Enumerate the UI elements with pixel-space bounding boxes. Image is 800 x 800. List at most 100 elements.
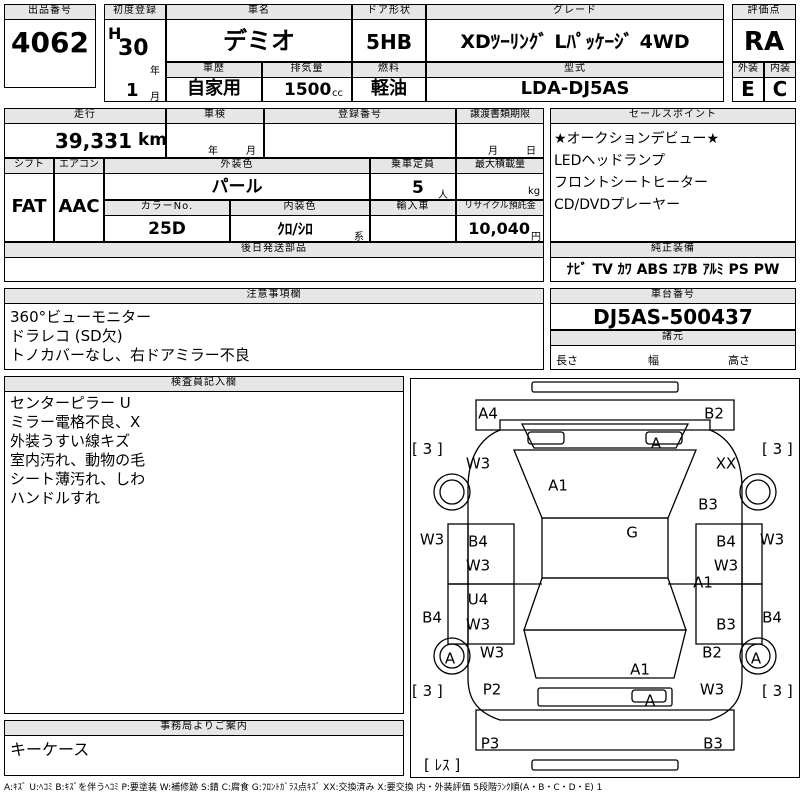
damage-mark: B4 [468, 533, 488, 551]
damage-mark: W3 [420, 531, 444, 549]
ext-color-label: 外装色 [104, 158, 370, 174]
displacement-unit: cc [332, 88, 343, 99]
ext-color-value: パール [211, 177, 263, 197]
model-code-label: 型式 [426, 62, 724, 78]
shaken-label: 車検 [166, 108, 264, 124]
specs-length: 長さ [556, 354, 578, 367]
office-label: 事務局よりご案内 [4, 720, 404, 736]
car-name-label: 車名 [166, 4, 352, 20]
damage-mark: A1 [548, 477, 568, 495]
shift-value: FAT [11, 196, 47, 217]
inspector-box [4, 376, 404, 714]
note-line: ドラレコ (SD欠) [10, 327, 123, 345]
tire-depth-front-right: [ 3 ] [762, 440, 793, 458]
damage-mark: B4 [422, 609, 442, 627]
recycle-label: リサイクル預託金 [456, 200, 544, 216]
wheel-rear-left [439, 643, 465, 669]
rear-bumper [475, 709, 735, 751]
history-value: 自家用 [187, 78, 241, 99]
spare-tire: [ ﾚｽ ] [424, 756, 460, 774]
first-reg-box [104, 4, 166, 102]
legend-text: A:ｷｽﾞ U:ﾍｺﾐ B:ｷｽﾞを伴うﾍｺﾐ P:要塗装 W:補修跡 S:錆 … [4, 783, 603, 793]
plate-label: 登録番号 [264, 108, 456, 124]
score-value: RA [743, 27, 785, 57]
displacement-value: 1500 [284, 80, 332, 100]
sales-point-line: LEDヘッドランプ [554, 153, 666, 169]
damage-mark: B2 [702, 644, 722, 662]
sales-points-label: セールスポイント [550, 108, 796, 124]
damage-mark: A [651, 435, 662, 453]
exterior-value: E [741, 77, 755, 101]
door-value: 5HB [366, 30, 412, 54]
first-reg-era: H [108, 24, 122, 43]
max-load-unit: kg [528, 186, 541, 197]
damage-mark: B4 [716, 533, 736, 551]
damage-mark: A1 [693, 574, 713, 592]
car-name: デミオ [223, 27, 295, 55]
left-rear-door-edge [447, 583, 469, 645]
notes-label: 注意事項欄 [4, 288, 544, 304]
front-light-right [645, 431, 683, 445]
fuel-label: 燃料 [352, 62, 426, 78]
hood [520, 423, 690, 449]
inspector-line: 室内汚れ、動物の毛 [10, 451, 146, 469]
int-color-value: ｸﾛ/ｼﾛ [277, 220, 313, 238]
damage-mark: W3 [466, 455, 490, 473]
damage-mark: W3 [760, 531, 784, 549]
damage-mark: P2 [483, 681, 502, 699]
left-rear-door [468, 583, 515, 645]
inspector-line: シート薄汚れ、しわ [10, 470, 146, 488]
damage-mark: W3 [480, 644, 504, 662]
first-reg-month: 1 [126, 80, 139, 101]
wheel-front-right [745, 479, 771, 505]
first-reg-month-unit: 月 [150, 92, 160, 103]
inspector-line: センターピラー U [10, 394, 131, 412]
wheel-front-left [439, 479, 465, 505]
damage-mark: P3 [481, 735, 500, 753]
lot-number: 4062 [11, 26, 89, 59]
front-bumper [475, 399, 735, 431]
damage-mark: XX [716, 455, 737, 473]
tire-front-right [739, 473, 777, 511]
score-label: 評価点 [732, 4, 796, 20]
equipment-label: 純正装備 [550, 242, 796, 258]
damage-mark: B3 [698, 496, 718, 514]
first-reg-label: 初度登録 [104, 4, 166, 20]
rear-window [523, 629, 687, 679]
mileage-value: 39,331 [54, 129, 132, 153]
sales-points-box [550, 108, 796, 242]
inspector-line: ミラー電格不良、X [10, 413, 141, 431]
front-light-left [527, 431, 565, 445]
displacement-label: 排気量 [262, 62, 352, 78]
capacity-unit: 人 [438, 190, 448, 201]
tire-depth-front-left: [ 3 ] [412, 440, 443, 458]
sales-point-line: CD/DVDプレーヤー [554, 197, 681, 213]
capacity-value: 5 [412, 178, 424, 198]
sales-point-line: ★オークションデビュー★ [554, 131, 720, 147]
transfer-label: 譲渡書類期限 [456, 108, 544, 124]
mileage-label: 走行 [4, 108, 166, 124]
tire-depth-rear-left: [ 3 ] [412, 682, 443, 700]
grade-value: XDﾂｰﾘﾝｸﾞ Lﾊﾟｯｹｰｼﾞ 4WD [460, 31, 690, 53]
car-body-outline [467, 429, 743, 721]
int-color-label: 内装色 [230, 200, 370, 216]
transfer-day-unit: 日 [526, 146, 536, 157]
tire-front-left [433, 473, 471, 511]
rear-gate [537, 687, 673, 707]
shift-label: シフト [4, 158, 54, 174]
tire-depth-rear-right: [ 3 ] [762, 682, 793, 700]
shaken-month-unit: 月 [246, 146, 256, 157]
equipment-value: ﾅﾋﾞ TV ｶﾜ ABS ｴｱB ｱﾙﾐ PS PW [566, 262, 780, 278]
interior-label: 内装 [764, 62, 796, 78]
wheel-rear-right [745, 643, 771, 669]
sales-point-line: フロントシートヒーター [554, 175, 708, 191]
damage-mark: A [445, 650, 456, 668]
chassis-number: DJ5AS-500437 [593, 305, 753, 329]
damage-mark: W3 [466, 616, 490, 634]
fuel-value: 軽油 [371, 78, 407, 99]
damage-mark: B3 [716, 616, 736, 634]
damage-mark: B3 [703, 735, 723, 753]
damage-mark: W3 [714, 557, 738, 575]
